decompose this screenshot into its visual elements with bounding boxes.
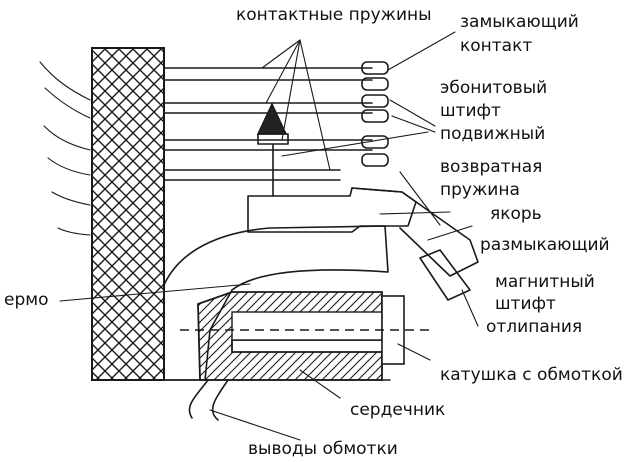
winding-leads <box>188 379 229 421</box>
coil-and-core <box>180 291 430 381</box>
label-breaking: размыкающий <box>480 235 610 255</box>
yoke <box>163 225 389 381</box>
label-core: сердечник <box>350 400 445 420</box>
label-contact-springs: контактные пружины <box>236 5 432 25</box>
label-coil: катушка с обмоткой <box>440 365 623 385</box>
label-magnetic-pin-1: магнитный <box>495 272 595 292</box>
armature <box>247 187 479 301</box>
label-magnetic-pin-2: штифт <box>495 294 556 314</box>
leader-lines <box>59 31 479 441</box>
label-winding-leads: выводы обмотки <box>248 439 398 459</box>
label-armature: якорь <box>490 204 542 224</box>
label-movable: подвижный <box>440 124 545 144</box>
insulator-block <box>91 47 165 381</box>
label-return-spring-1: возвратная <box>440 157 542 177</box>
label-ebonite-pin-2: штифт <box>440 101 501 121</box>
label-release: отлипания <box>486 317 582 337</box>
ebonite-pin <box>256 102 289 197</box>
label-return-spring-2: пружина <box>440 180 520 200</box>
contact-stack <box>361 61 389 167</box>
label-ebonite-pin-1: эбонитовый <box>440 78 547 98</box>
label-yoke: ермо <box>4 290 48 310</box>
label-closing-contact-1: замыкающий <box>460 12 579 32</box>
wire-strokes-left <box>39 61 91 236</box>
contact-springs <box>163 67 373 181</box>
label-closing-contact-2: контакт <box>460 36 532 56</box>
